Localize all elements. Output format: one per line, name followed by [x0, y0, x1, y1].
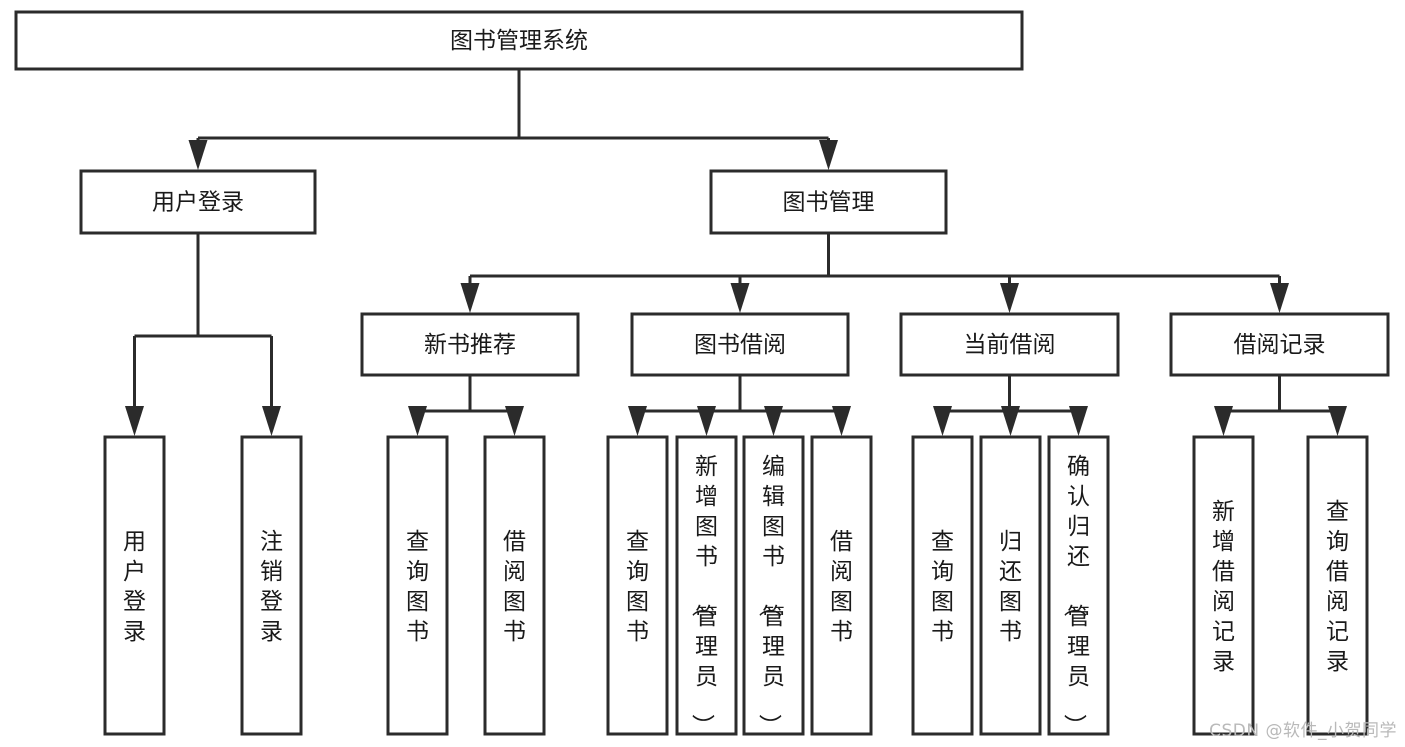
node-box-leaf-confirm-return[interactable]: [1047, 435, 1110, 736]
node-book-manage[interactable]: 图书管理: [709, 169, 948, 235]
node-leaf-query-borrow-record[interactable]: 查询借阅记录: [1306, 435, 1369, 736]
node-box-leaf-query-book-rec[interactable]: [386, 435, 449, 736]
node-leaf-add-borrow-record[interactable]: 新增借阅记录: [1192, 435, 1255, 736]
arrow-head-book-borrow: [730, 283, 750, 313]
node-leaf-user-login[interactable]: 用户登录: [103, 435, 166, 736]
watermark: CSDN @软件_小贺同学: [1209, 721, 1397, 741]
node-label-leaf-edit-book: 编辑图书（管理员）: [756, 454, 785, 737]
node-label-new-book-recommend: 新书推荐: [424, 332, 516, 358]
arrow-head-leaf-edit-book: [764, 406, 783, 436]
node-leaf-borrow-book-rec[interactable]: 借阅图书: [483, 435, 546, 736]
arrow-head-leaf-return-book: [1001, 406, 1020, 436]
node-leaf-confirm-return[interactable]: 确认归还（管理员）: [1047, 435, 1110, 737]
node-label-leaf-borrow-book: 借阅图书: [830, 529, 853, 645]
node-box-new-book-recommend[interactable]: [360, 312, 580, 377]
arrow-head-leaf-add-borrow-record: [1214, 406, 1233, 436]
arrow-head-new-book-recommend: [460, 283, 480, 313]
node-label-leaf-return-book: 归还图书: [999, 529, 1022, 645]
node-leaf-query-book-rec[interactable]: 查询图书: [386, 435, 449, 736]
node-leaf-borrow-book[interactable]: 借阅图书: [810, 435, 873, 736]
node-user-login[interactable]: 用户登录: [79, 169, 317, 235]
node-label-borrow-record: 借阅记录: [1234, 332, 1326, 358]
node-leaf-user-logout[interactable]: 注销登录: [240, 435, 303, 736]
node-label-book-manage: 图书管理: [783, 190, 875, 216]
node-label-current-borrow: 当前借阅: [964, 332, 1056, 358]
node-label-leaf-query-book-cur: 查询图书: [931, 529, 954, 645]
node-borrow-record[interactable]: 借阅记录: [1169, 312, 1390, 377]
node-label-leaf-confirm-return: 确认归还（管理员）: [1061, 454, 1090, 737]
arrow-head-leaf-user-logout: [262, 406, 281, 436]
node-root[interactable]: 图书管理系统: [14, 10, 1024, 71]
node-box-leaf-add-book[interactable]: [675, 435, 738, 736]
arrow-head-leaf-query-book-cur: [933, 406, 952, 436]
node-box-book-borrow[interactable]: [630, 312, 850, 377]
edges-layer: [125, 69, 1347, 436]
arrow-head-leaf-borrow-book-rec: [505, 406, 524, 436]
node-label-leaf-user-login: 用户登录: [123, 529, 146, 645]
node-box-leaf-return-book[interactable]: [979, 435, 1042, 736]
node-label-leaf-borrow-book-rec: 借阅图书: [503, 529, 526, 645]
node-label-leaf-query-book-borrow: 查询图书: [626, 529, 649, 645]
arrow-head-leaf-borrow-book: [832, 406, 851, 436]
node-box-book-manage[interactable]: [709, 169, 948, 235]
node-box-leaf-borrow-book-rec[interactable]: [483, 435, 546, 736]
node-label-leaf-query-borrow-record: 查询借阅记录: [1326, 499, 1349, 675]
node-box-leaf-add-borrow-record[interactable]: [1192, 435, 1255, 736]
node-box-leaf-edit-book[interactable]: [742, 435, 805, 736]
arrow-head-leaf-user-login: [125, 406, 144, 436]
node-label-book-borrow: 图书借阅: [694, 332, 786, 358]
node-label-root: 图书管理系统: [450, 28, 588, 54]
arrow-head-leaf-confirm-return: [1069, 406, 1088, 436]
arrow-head-leaf-query-book-rec: [408, 406, 427, 436]
node-box-user-login[interactable]: [79, 169, 317, 235]
node-box-leaf-borrow-book[interactable]: [810, 435, 873, 736]
node-current-borrow[interactable]: 当前借阅: [899, 312, 1120, 377]
node-box-leaf-user-logout[interactable]: [240, 435, 303, 736]
node-box-leaf-query-book-cur[interactable]: [911, 435, 974, 736]
arrow-head-user-login: [188, 140, 208, 170]
node-leaf-return-book[interactable]: 归还图书: [979, 435, 1042, 736]
node-leaf-edit-book[interactable]: 编辑图书（管理员）: [742, 435, 805, 737]
node-leaf-add-book[interactable]: 新增图书（管理员）: [675, 435, 738, 737]
node-label-user-login: 用户登录: [152, 190, 244, 216]
node-label-leaf-query-book-rec: 查询图书: [406, 529, 429, 645]
arrow-head-leaf-query-book-borrow: [628, 406, 647, 436]
node-book-borrow[interactable]: 图书借阅: [630, 312, 850, 377]
node-label-leaf-user-logout: 注销登录: [260, 529, 283, 645]
node-leaf-query-book-cur[interactable]: 查询图书: [911, 435, 974, 736]
node-box-current-borrow[interactable]: [899, 312, 1120, 377]
node-box-root[interactable]: [14, 10, 1024, 71]
node-label-leaf-add-book: 新增图书（管理员）: [689, 454, 718, 737]
node-new-book-recommend[interactable]: 新书推荐: [360, 312, 580, 377]
nodes-layer: 图书管理系统用户登录图书管理新书推荐图书借阅当前借阅借阅记录用户登录注销登录查询…: [14, 10, 1390, 737]
arrow-head-leaf-add-book: [697, 406, 716, 436]
node-box-leaf-query-borrow-record[interactable]: [1306, 435, 1369, 736]
arrow-head-leaf-query-borrow-record: [1328, 406, 1347, 436]
arrow-head-borrow-record: [1270, 283, 1289, 313]
node-leaf-query-book-borrow[interactable]: 查询图书: [606, 435, 669, 736]
node-box-leaf-user-login[interactable]: [103, 435, 166, 736]
node-box-borrow-record[interactable]: [1169, 312, 1390, 377]
node-label-leaf-add-borrow-record: 新增借阅记录: [1212, 499, 1235, 675]
arrow-head-current-borrow: [1000, 283, 1019, 313]
arrow-head-book-manage: [819, 140, 838, 170]
node-box-leaf-query-book-borrow[interactable]: [606, 435, 669, 736]
